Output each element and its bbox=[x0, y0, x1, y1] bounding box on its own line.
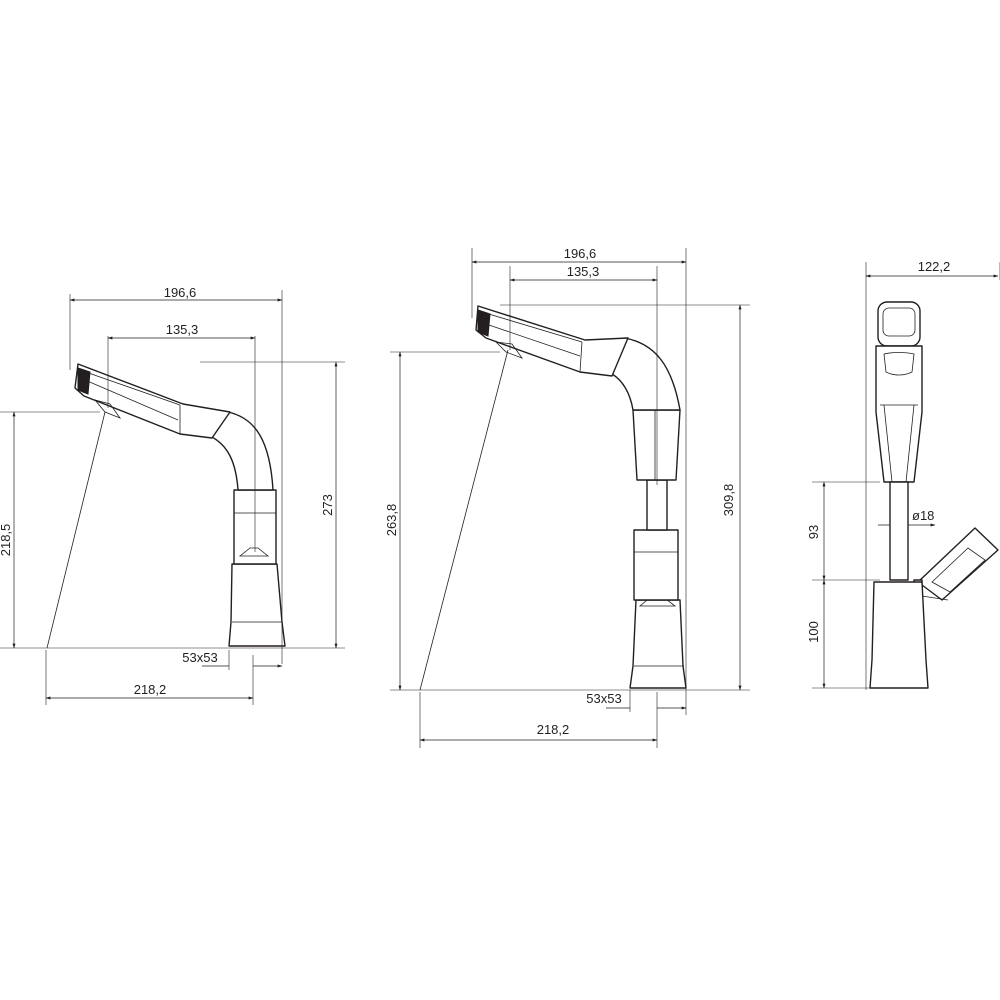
label-spout-height-extended: 263,8 bbox=[384, 504, 399, 537]
label-top-width-closed: 196,6 bbox=[164, 285, 197, 300]
faucet-body-closed bbox=[74, 363, 286, 647]
label-base-size-extended: 53x53 bbox=[586, 691, 621, 706]
label-total-height-closed: 273 bbox=[320, 494, 335, 516]
label-spout-reach-extended: 135,3 bbox=[567, 264, 600, 279]
label-spout-reach-closed: 135,3 bbox=[166, 322, 199, 337]
water-jet-line bbox=[419, 349, 509, 691]
label-bottom-reach-extended: 218,2 bbox=[537, 722, 570, 737]
label-base-height: 100 bbox=[806, 621, 821, 643]
extension-lines-closed bbox=[0, 290, 345, 705]
extension-lines-extended bbox=[390, 248, 750, 748]
faucet-body-extended bbox=[475, 305, 687, 689]
water-jet-line bbox=[46, 411, 106, 649]
front-view: 122,2 93 100 ø18 bbox=[806, 259, 1000, 690]
label-rod-diameter: ø18 bbox=[912, 508, 934, 523]
label-extension-height: 93 bbox=[806, 525, 821, 539]
label-top-width-front: 122,2 bbox=[918, 259, 951, 274]
side-view-closed: 196,6 135,3 273 218,5 53x53 218,2 bbox=[0, 285, 345, 705]
faucet-body-front bbox=[869, 301, 999, 689]
side-view-extended: 196,6 135,3 309,8 263,8 53x53 218,2 bbox=[384, 246, 750, 748]
label-spout-height-closed: 218,5 bbox=[0, 524, 13, 557]
label-bottom-reach-closed: 218,2 bbox=[134, 682, 167, 697]
label-total-height-extended: 309,8 bbox=[721, 484, 736, 517]
label-base-size-closed: 53x53 bbox=[182, 650, 217, 665]
label-top-width-extended: 196,6 bbox=[564, 246, 597, 261]
